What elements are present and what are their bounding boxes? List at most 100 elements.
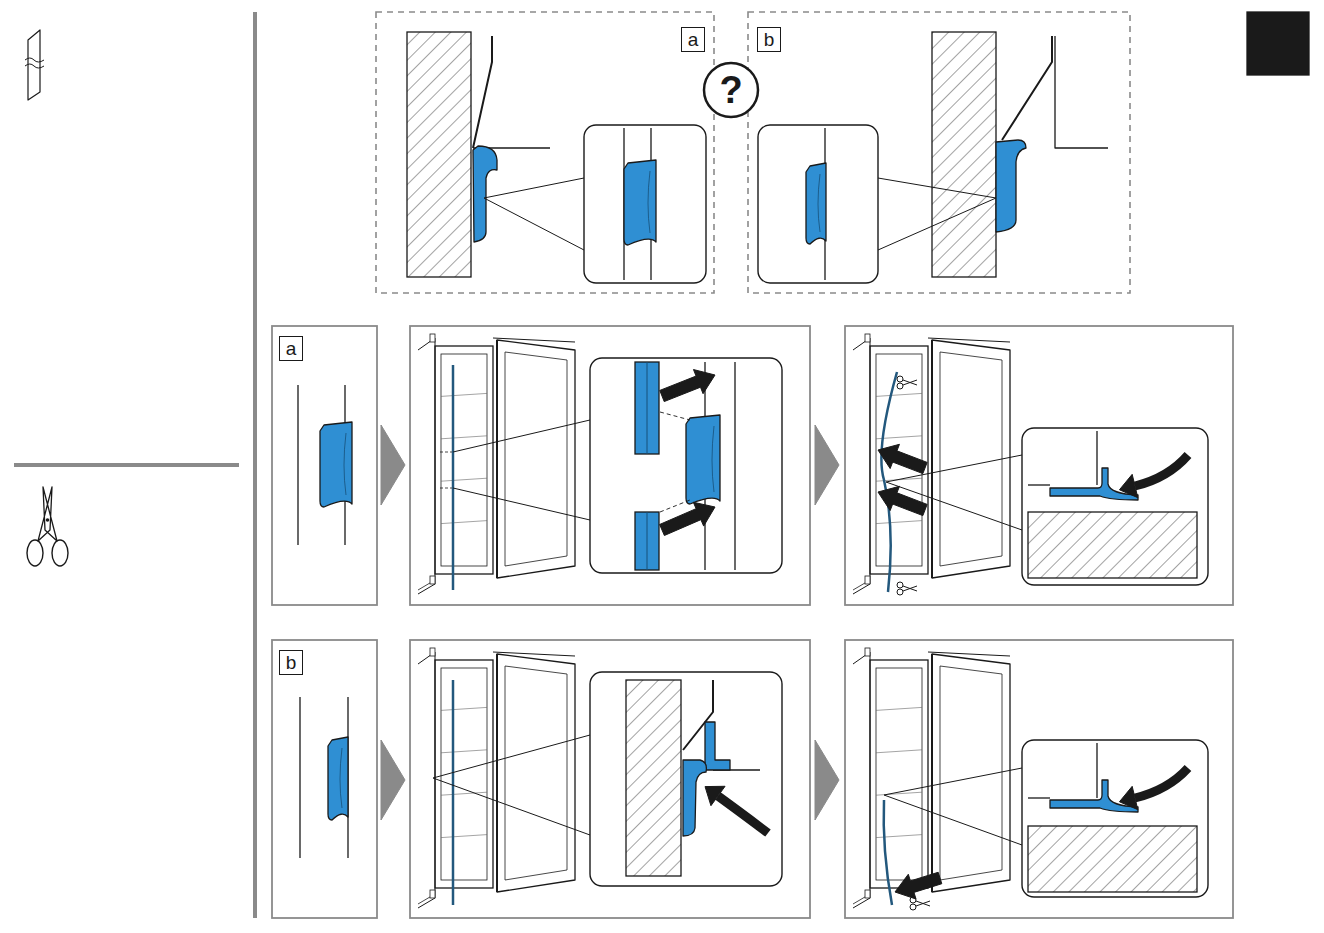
door-inner [505,666,567,880]
seal-strip-removed [884,800,892,905]
press-arrow-head [705,786,725,805]
cabinet-side [418,652,435,908]
outline-line [1028,484,1050,485]
door-inner [940,352,1002,566]
wall-section [932,32,996,277]
outline-line [440,452,452,453]
appliance-door [497,340,575,578]
seal-pad [686,415,720,504]
outline-line [440,488,452,489]
shelf-line [441,436,487,439]
step-panel [272,326,377,605]
sidebar-separator [14,463,239,467]
outline-line [660,412,690,420]
outline-line [433,735,590,778]
detail-callout [584,125,706,283]
option-label: a [279,336,303,361]
direction-arrow [895,872,942,899]
seal-pad-edge [818,174,820,232]
panel-icon [28,30,40,100]
step-panel [845,326,1233,605]
hinge [430,576,435,584]
scissors-icon [897,582,903,588]
seal-strip-removed [881,372,897,592]
shelf-line [441,750,487,753]
question-mark: ? [702,61,760,119]
shelf-line [441,478,487,481]
option-label: b [279,650,303,675]
hinge [865,334,870,342]
outline-line [484,178,584,198]
direction-arrow [878,486,927,515]
seal-pad [328,737,348,820]
step-chevron [815,740,839,820]
shelf-line [876,792,922,795]
wall-section [1028,826,1197,892]
scissors-icon [897,383,903,389]
door-edge [1002,36,1052,140]
scissors-tool-icon [46,518,50,522]
press-arrow-head [1119,786,1137,809]
shelf-line [876,521,922,524]
option-panel [748,12,1130,293]
shelf-line [441,835,487,838]
seal-strip-segment [635,512,659,570]
direction-arrow [660,370,715,402]
outline-line [453,420,590,452]
outline-line [484,198,584,250]
outline-line [878,198,996,250]
shelf-line [441,393,487,396]
press-arrow-shaft [1135,768,1188,798]
outline-line [433,778,590,835]
hinge [430,334,435,342]
outline-line [1096,431,1097,485]
option-letter: a [688,30,699,49]
option-letter: b [764,30,775,49]
outline-line [1028,797,1050,798]
seal-pad [320,422,352,507]
option-label: a [681,27,705,52]
seal-pad-edge [340,748,342,808]
seal-profile [1050,780,1138,812]
scissors-icon [910,904,916,910]
option-panel [376,12,714,293]
hinge [430,890,435,898]
seal-pad [996,140,1026,232]
door-hinge-edge [496,340,498,578]
hinge [865,890,870,898]
step-panel [410,640,810,918]
step-panel [845,640,1233,918]
cabinet-opening [435,660,493,888]
scissors-icon [897,376,903,382]
seal-pad [806,163,826,244]
shelf-line [441,707,487,710]
outline-line [1096,743,1097,798]
outline-line [453,488,590,520]
shelf-line [876,707,922,710]
outline-line [734,362,735,570]
hinge [865,648,870,656]
direction-arrow [660,502,715,535]
door-inner [940,666,1002,880]
cabinet-side [418,338,435,594]
option-label: b [757,27,781,52]
press-arrow-head [1119,474,1137,497]
step-chevron [381,740,405,820]
door-edge [473,36,492,148]
detail-callout [590,358,782,573]
cabinet-inner [876,668,922,880]
step-panel [272,640,377,918]
option-letter: b [286,653,297,672]
seal-pad [624,160,656,245]
seal-profile [1050,468,1138,500]
seal-pad-edge [712,426,714,492]
shelf-line [876,750,922,753]
sidebar-divider [253,12,257,918]
appliance-door [497,654,575,892]
seal-pad-edge [344,433,346,495]
appliance-edge [1055,36,1108,148]
circle-outline [704,63,758,117]
seal-pad [473,146,497,242]
